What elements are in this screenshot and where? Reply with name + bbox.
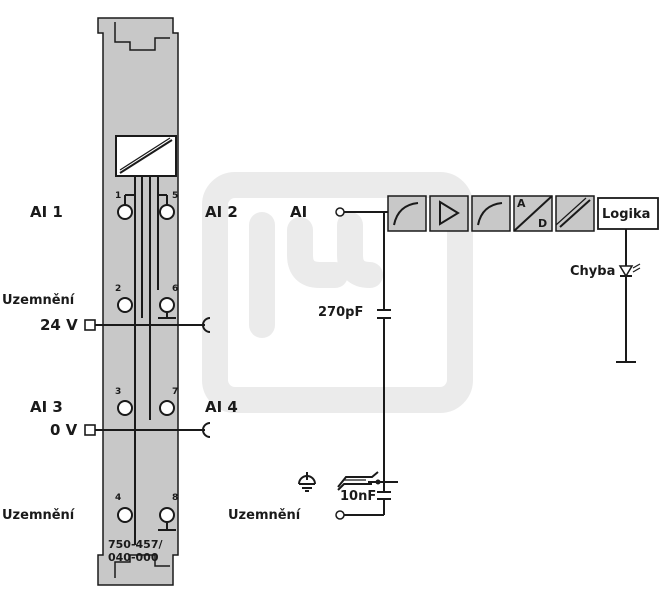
label-ai2: AI 2 — [205, 203, 238, 221]
power-rails — [84, 317, 211, 438]
pin-2: 2 — [115, 284, 121, 294]
label-270pf: 270pF — [318, 305, 363, 320]
label-adc-d: D — [538, 217, 547, 230]
pin-8: 8 — [172, 493, 178, 503]
label-ai: AI — [290, 203, 307, 221]
watermark-logo — [202, 172, 473, 413]
label-0v: 0 V — [50, 421, 78, 439]
label-uzemneni-circuit: Uzemnění — [228, 508, 302, 523]
pin-numbers: 1 2 3 4 5 6 7 8 — [115, 191, 178, 503]
label-24v: 24 V — [40, 316, 78, 334]
label-ai3: AI 3 — [30, 398, 63, 416]
part-number-line2: 040-000 — [108, 551, 159, 564]
pin-1: 1 — [115, 191, 121, 201]
label-adc-a: A — [517, 197, 526, 210]
label-ai4: AI 4 — [205, 398, 238, 416]
pin-3: 3 — [115, 387, 121, 397]
ground-section — [298, 471, 398, 520]
internal-wiring — [124, 176, 176, 545]
label-uzemneni-bottom: Uzemnění — [2, 508, 76, 523]
terminal-points — [117, 204, 175, 523]
pin-5: 5 — [172, 191, 178, 201]
label-chyba: Chyba — [570, 264, 615, 279]
pin-6: 6 — [172, 284, 178, 294]
signal-chain — [335, 195, 659, 480]
pin-4: 4 — [115, 493, 121, 503]
label-10nf: 10nF — [340, 489, 376, 504]
isolator-block — [115, 135, 177, 177]
part-number-line1: 750-457/ — [108, 538, 163, 551]
label-logika: Logika — [602, 207, 650, 222]
pin-7: 7 — [172, 387, 178, 397]
label-uzemneni-top: Uzemnění — [2, 293, 76, 308]
label-ai1: AI 1 — [30, 203, 63, 221]
